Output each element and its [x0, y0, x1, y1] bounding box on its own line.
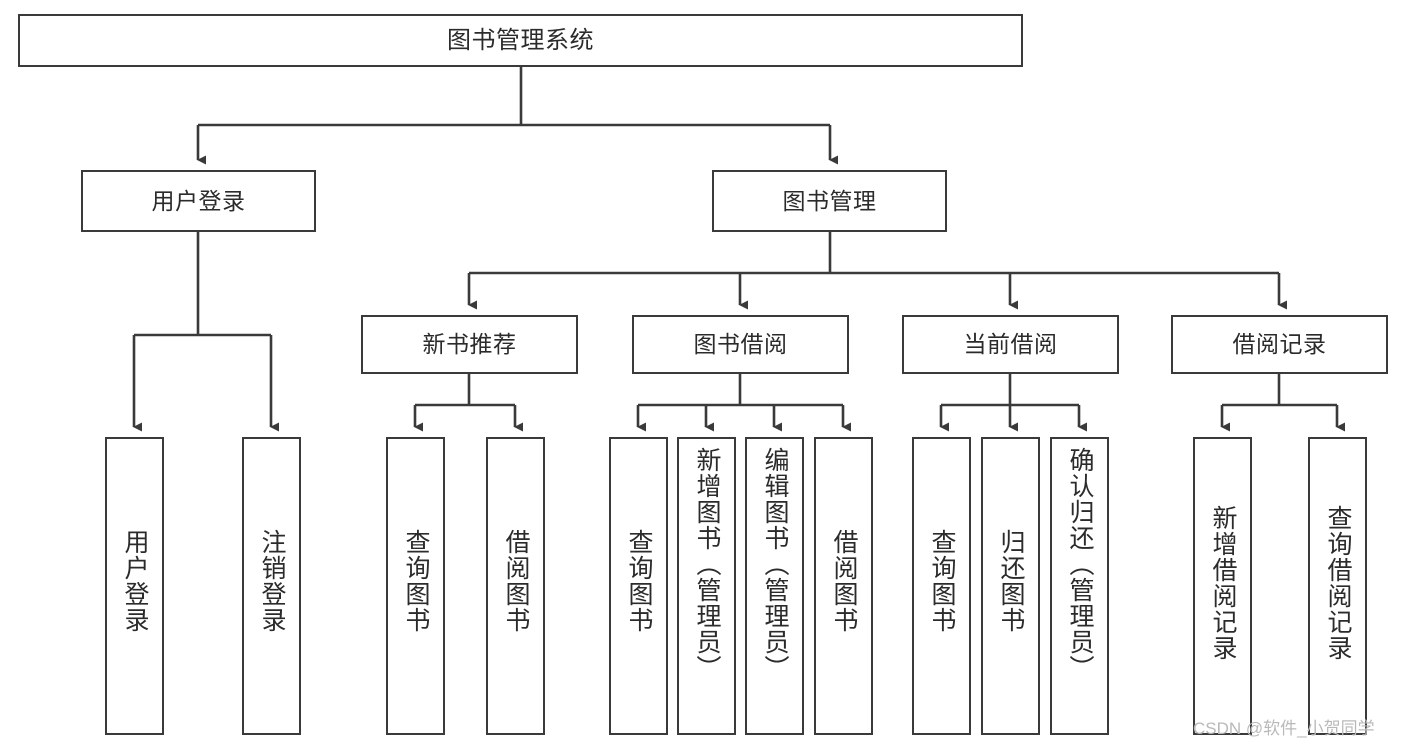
- node-leaf-new-book-query[interactable]: 查询图书: [386, 437, 445, 735]
- node-user-login-label: 用户登录: [151, 187, 246, 214]
- node-new-book-recommend[interactable]: 新书推荐: [361, 315, 578, 374]
- node-leaf-record-query[interactable]: 查询借阅记录: [1308, 437, 1367, 735]
- node-borrow-record-label: 借阅记录: [1232, 331, 1327, 357]
- node-leaf-label: 确认归还（管理员）: [1066, 447, 1094, 681]
- node-leaf-label: 借阅图书: [830, 529, 858, 633]
- node-leaf-current-return-book[interactable]: 归还图书: [981, 437, 1040, 735]
- node-user-login[interactable]: 用户登录: [81, 170, 316, 232]
- node-root-label: 图书管理系统: [447, 26, 594, 54]
- node-root[interactable]: 图书管理系统: [18, 14, 1023, 67]
- node-leaf-label: 新增借阅记录: [1209, 505, 1237, 661]
- node-leaf-label: 查询图书: [402, 529, 430, 633]
- node-book-management[interactable]: 图书管理: [712, 170, 947, 232]
- node-book-borrow[interactable]: 图书借阅: [632, 315, 849, 374]
- node-leaf-label: 归还图书: [997, 529, 1025, 633]
- node-leaf-current-confirm-return[interactable]: 确认归还（管理员）: [1050, 437, 1109, 735]
- watermark: CSDN @软件_小贺同学: [1193, 719, 1375, 738]
- node-leaf-borrow-query-book[interactable]: 查询图书: [609, 437, 668, 735]
- node-leaf-user-login-logout[interactable]: 注销登录: [242, 437, 301, 735]
- node-leaf-label: 用户登录: [121, 529, 149, 633]
- node-leaf-borrow-add-book[interactable]: 新增图书（管理员）: [677, 437, 736, 735]
- node-borrow-record[interactable]: 借阅记录: [1171, 315, 1388, 374]
- node-leaf-current-query-book[interactable]: 查询图书: [912, 437, 971, 735]
- node-leaf-user-login-login[interactable]: 用户登录: [105, 437, 164, 735]
- node-leaf-label: 注销登录: [258, 529, 286, 633]
- node-book-management-label: 图书管理: [782, 187, 877, 214]
- node-leaf-label: 编辑图书（管理员）: [761, 447, 789, 681]
- node-leaf-label: 查询借阅记录: [1324, 505, 1352, 661]
- node-leaf-label: 借阅图书: [502, 529, 530, 633]
- node-leaf-new-book-borrow[interactable]: 借阅图书: [486, 437, 545, 735]
- node-current-borrow[interactable]: 当前借阅: [902, 315, 1119, 374]
- node-leaf-borrow-edit-book[interactable]: 编辑图书（管理员）: [745, 437, 804, 735]
- node-leaf-label: 新增图书（管理员）: [693, 447, 721, 681]
- node-book-borrow-label: 图书借阅: [693, 331, 788, 357]
- node-leaf-label: 查询图书: [928, 529, 956, 633]
- node-leaf-borrow-borrow-book[interactable]: 借阅图书: [814, 437, 873, 735]
- node-current-borrow-label: 当前借阅: [963, 331, 1058, 357]
- node-new-book-recommend-label: 新书推荐: [422, 331, 517, 357]
- node-leaf-record-add[interactable]: 新增借阅记录: [1193, 437, 1252, 735]
- node-leaf-label: 查询图书: [625, 529, 653, 633]
